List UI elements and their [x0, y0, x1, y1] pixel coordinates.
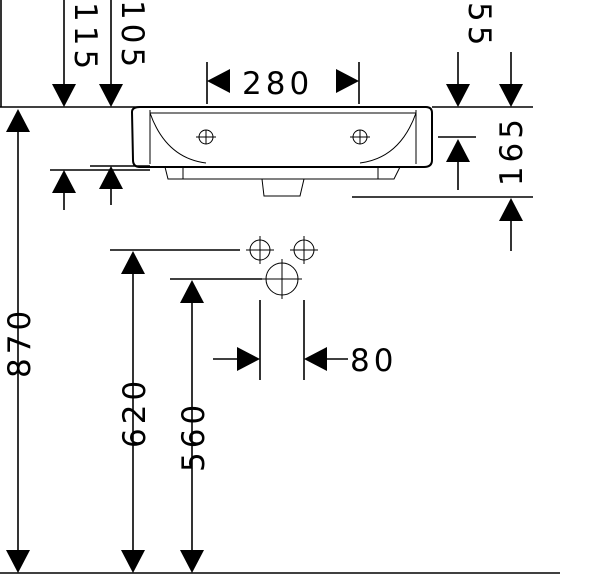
- dim-620: 620: [110, 249, 240, 573]
- tap-hole-right: [350, 129, 370, 145]
- water-supply-right: [290, 236, 318, 264]
- dim-80-label: 80: [350, 343, 397, 379]
- dim-280: 280: [206, 62, 360, 104]
- dim-560-label: 560: [176, 401, 212, 472]
- dim-870: 870: [2, 109, 38, 573]
- dim-115-label: 115: [67, 2, 103, 73]
- dim-105: 105: [90, 0, 150, 205]
- dim-560: 560: [170, 278, 262, 573]
- dim-165-label: 165: [494, 115, 530, 186]
- dim-165: 165: [352, 52, 533, 251]
- dim-870-label: 870: [2, 307, 38, 378]
- dim-115: 115: [50, 0, 150, 210]
- waste-outlet: [262, 259, 302, 299]
- dim-105-label: 105: [114, 0, 150, 71]
- water-supply-left: [246, 236, 274, 264]
- dim-55: 55: [438, 2, 497, 190]
- dim-280-label: 280: [242, 66, 313, 102]
- tap-hole-left: [196, 129, 216, 145]
- dim-620-label: 620: [117, 377, 153, 448]
- dim-80: 80: [213, 300, 397, 380]
- washbasin: [130, 106, 433, 197]
- dim-55-label: 55: [461, 2, 497, 49]
